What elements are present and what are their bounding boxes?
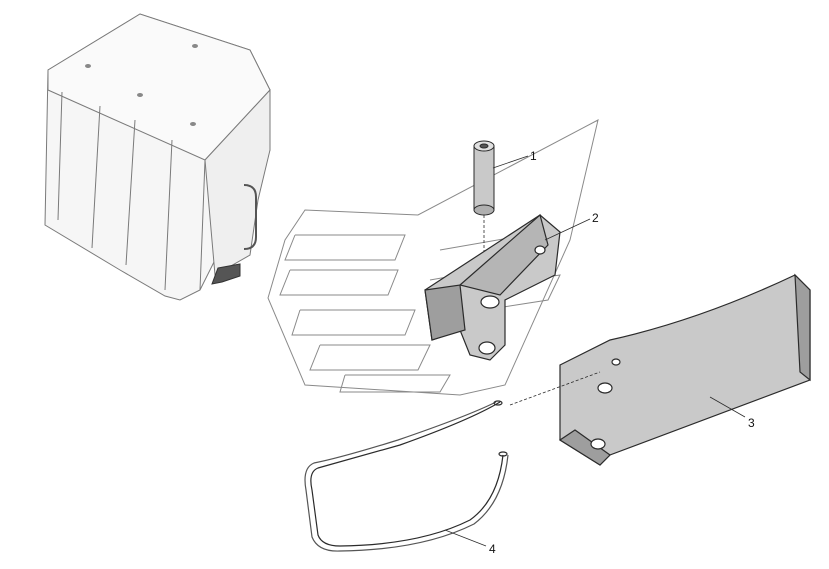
callout-2-label: 2 — [592, 211, 599, 225]
callout-1: 1 — [492, 149, 537, 169]
part-4-spring-clip — [304, 400, 509, 552]
callout-3: 3 — [709, 396, 755, 430]
part-2-bracket — [424, 213, 561, 361]
machine-housing — [44, 13, 271, 301]
callout-3-label: 3 — [748, 416, 755, 430]
callout-1-label: 1 — [530, 149, 537, 163]
callout-4: 4 — [444, 529, 496, 556]
callout-2: 2 — [544, 211, 599, 241]
part-3-plate — [509, 273, 811, 466]
callout-4-label: 4 — [489, 542, 496, 556]
